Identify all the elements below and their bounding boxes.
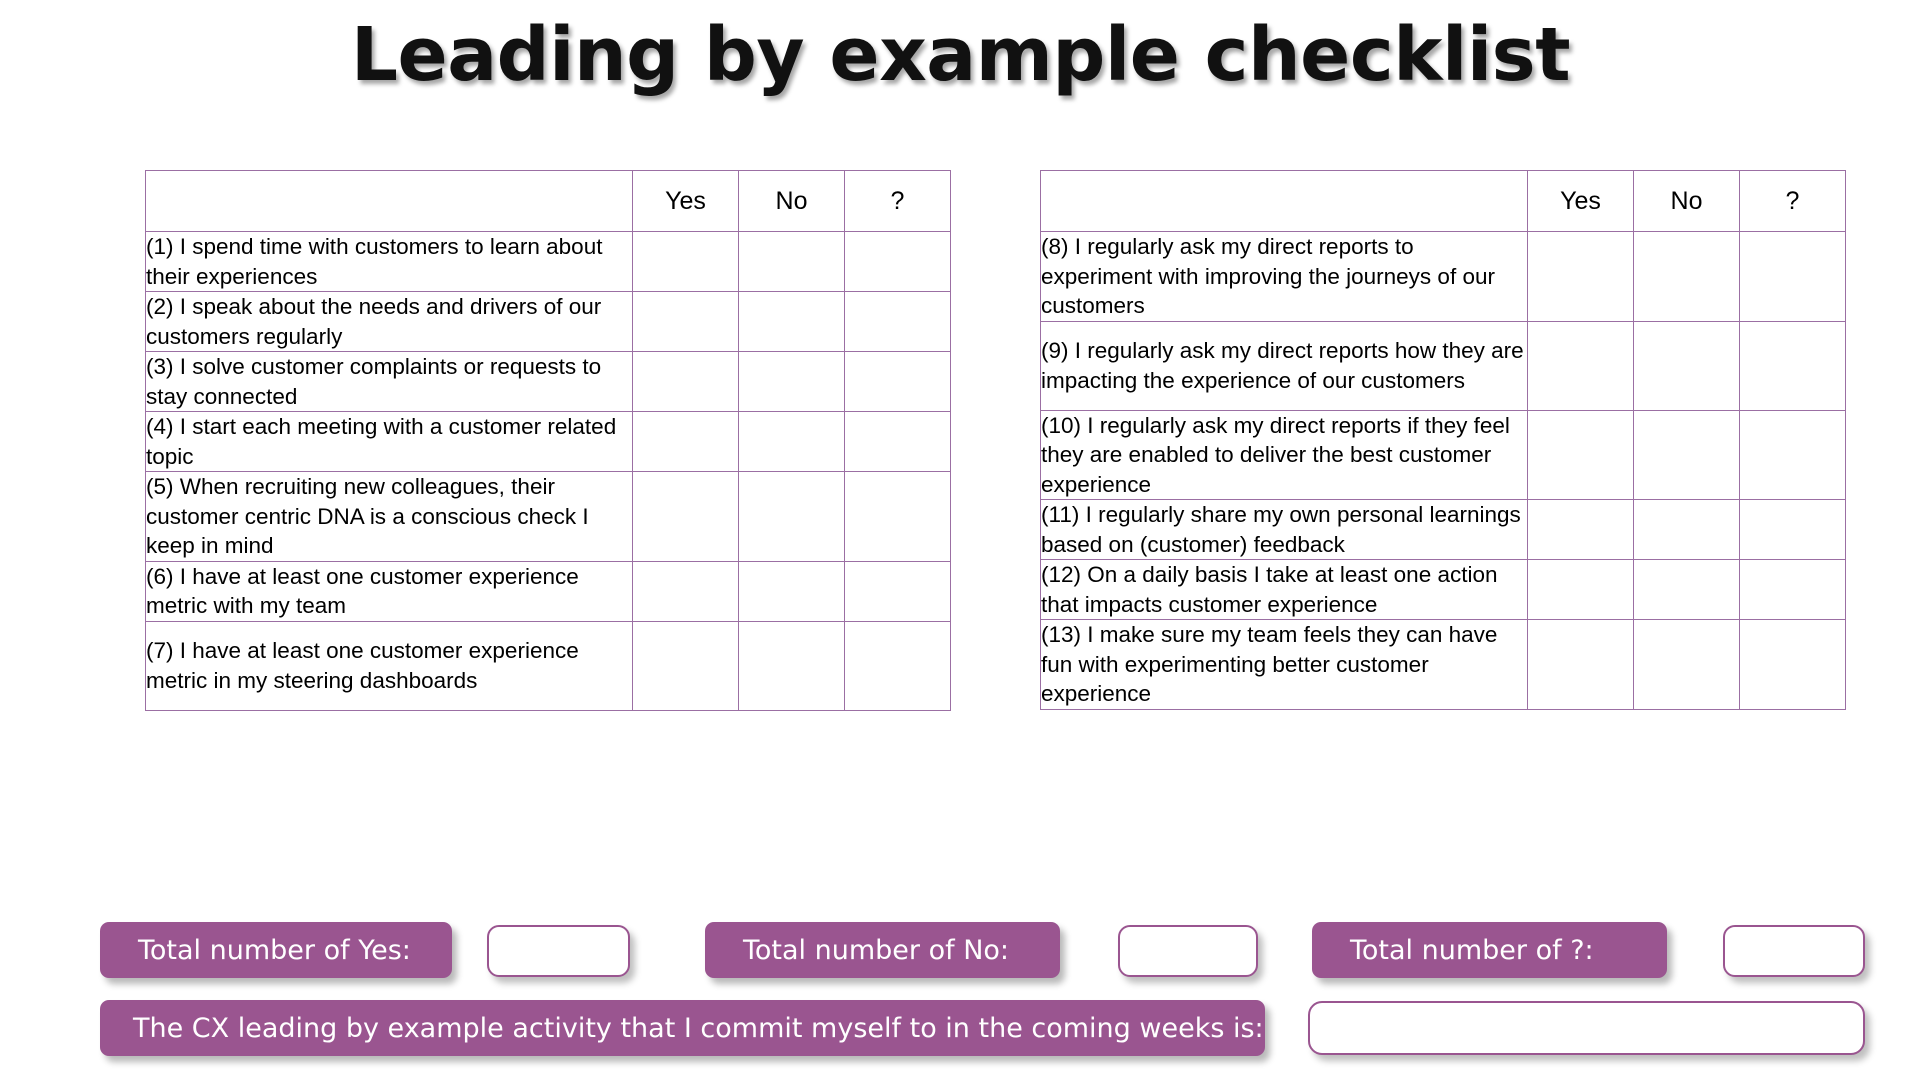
statement-1: (1) I spend time with customers to learn…: [145, 231, 633, 292]
statement-9: (9) I regularly ask my direct reports ho…: [1040, 320, 1528, 411]
table-row: (11) I regularly share my own personal l…: [1040, 499, 1846, 560]
table-header-row: Yes No ?: [1040, 170, 1846, 232]
total-question-input[interactable]: [1723, 925, 1865, 977]
statement-12: (12) On a daily basis I take at least on…: [1040, 559, 1528, 620]
statement-7: (7) I have at least one customer experie…: [145, 620, 633, 711]
header-yes: Yes: [1527, 170, 1634, 232]
table-row: (9) I regularly ask my direct reports ho…: [1040, 320, 1846, 411]
total-yes-input[interactable]: [487, 925, 630, 977]
header-yes: Yes: [632, 170, 739, 232]
checkbox-cell-12-no[interactable]: [1633, 559, 1740, 620]
checkbox-cell-5-question[interactable]: [844, 471, 951, 562]
table-row: (10) I regularly ask my direct reports i…: [1040, 409, 1846, 500]
checkbox-cell-13-no[interactable]: [1633, 619, 1740, 710]
page-title: Leading by example checklist: [350, 12, 1571, 98]
checkbox-cell-9-question[interactable]: [1739, 320, 1846, 411]
header-statement: [1040, 170, 1528, 232]
table-row: (12) On a daily basis I take at least on…: [1040, 559, 1846, 620]
statement-11: (11) I regularly share my own personal l…: [1040, 499, 1528, 560]
total-no-label: Total number of No:: [705, 922, 1060, 978]
statement-3: (3) I solve customer complaints or reque…: [145, 351, 633, 412]
header-statement: [145, 170, 633, 232]
checkbox-cell-2-no[interactable]: [738, 291, 845, 352]
statement-13: (13) I make sure my team feels they can …: [1040, 619, 1528, 710]
checkbox-cell-4-no[interactable]: [738, 411, 845, 472]
table-header-row: Yes No ?: [145, 170, 951, 232]
total-no-input[interactable]: [1118, 925, 1258, 977]
table-row: (2) I speak about the needs and drivers …: [145, 291, 951, 352]
checkbox-cell-10-yes[interactable]: [1527, 409, 1634, 500]
checkbox-cell-5-no[interactable]: [738, 471, 845, 562]
checkbox-cell-13-yes[interactable]: [1527, 619, 1634, 710]
checkbox-cell-12-question[interactable]: [1739, 559, 1846, 620]
checkbox-cell-3-yes[interactable]: [632, 351, 739, 412]
checkbox-cell-13-question[interactable]: [1739, 619, 1846, 710]
statement-2: (2) I speak about the needs and drivers …: [145, 291, 633, 352]
checkbox-cell-10-question[interactable]: [1739, 409, 1846, 500]
checkbox-cell-7-question[interactable]: [844, 620, 951, 711]
statement-10: (10) I regularly ask my direct reports i…: [1040, 409, 1528, 500]
checkbox-cell-4-question[interactable]: [844, 411, 951, 472]
checkbox-cell-12-yes[interactable]: [1527, 559, 1634, 620]
commitment-label: The CX leading by example activity that …: [100, 1000, 1265, 1056]
commitment-row: The CX leading by example activity that …: [0, 1000, 1921, 1070]
table-row: (4) I start each meeting with a customer…: [145, 411, 951, 472]
totals-row: Total number of Yes: Total number of No:…: [0, 922, 1921, 984]
header-no: No: [738, 170, 845, 232]
checkbox-cell-6-no[interactable]: [738, 560, 845, 622]
checklist-tables: Yes No ? (1) I spend time with customers…: [0, 170, 1921, 910]
table-row: (7) I have at least one customer experie…: [145, 620, 951, 711]
checkbox-cell-3-no[interactable]: [738, 351, 845, 412]
header-question: ?: [844, 170, 951, 232]
table-row: (1) I spend time with customers to learn…: [145, 231, 951, 292]
checkbox-cell-8-question[interactable]: [1739, 231, 1846, 322]
table-row: (8) I regularly ask my direct reports to…: [1040, 231, 1846, 322]
checkbox-cell-9-no[interactable]: [1633, 320, 1740, 411]
checkbox-cell-6-question[interactable]: [844, 560, 951, 622]
statement-4: (4) I start each meeting with a customer…: [145, 411, 633, 472]
checkbox-cell-2-question[interactable]: [844, 291, 951, 352]
checklist-table-right: Yes No ? (8) I regularly ask my direct r…: [1040, 170, 1846, 710]
checkbox-cell-4-yes[interactable]: [632, 411, 739, 472]
checkbox-cell-3-question[interactable]: [844, 351, 951, 412]
table-row: (3) I solve customer complaints or reque…: [145, 351, 951, 412]
table-row: (13) I make sure my team feels they can …: [1040, 619, 1846, 710]
checkbox-cell-9-yes[interactable]: [1527, 320, 1634, 411]
checkbox-cell-8-no[interactable]: [1633, 231, 1740, 322]
checkbox-cell-1-yes[interactable]: [632, 231, 739, 292]
table-row: (5) When recruiting new colleagues, thei…: [145, 471, 951, 562]
commitment-input[interactable]: [1308, 1001, 1865, 1055]
checkbox-cell-1-no[interactable]: [738, 231, 845, 292]
total-yes-label: Total number of Yes:: [100, 922, 452, 978]
checkbox-cell-7-no[interactable]: [738, 620, 845, 711]
total-question-label: Total number of ?:: [1312, 922, 1667, 978]
checkbox-cell-1-question[interactable]: [844, 231, 951, 292]
checkbox-cell-7-yes[interactable]: [632, 620, 739, 711]
checkbox-cell-8-yes[interactable]: [1527, 231, 1634, 322]
checkbox-cell-5-yes[interactable]: [632, 471, 739, 562]
header-no: No: [1633, 170, 1740, 232]
checkbox-cell-10-no[interactable]: [1633, 409, 1740, 500]
table-row: (6) I have at least one customer experie…: [145, 560, 951, 622]
statement-6: (6) I have at least one customer experie…: [145, 560, 633, 622]
checkbox-cell-11-yes[interactable]: [1527, 499, 1634, 560]
statement-5: (5) When recruiting new colleagues, thei…: [145, 471, 633, 562]
checkbox-cell-6-yes[interactable]: [632, 560, 739, 622]
checkbox-cell-11-question[interactable]: [1739, 499, 1846, 560]
checkbox-cell-2-yes[interactable]: [632, 291, 739, 352]
statement-8: (8) I regularly ask my direct reports to…: [1040, 231, 1528, 322]
header-question: ?: [1739, 170, 1846, 232]
checklist-table-left: Yes No ? (1) I spend time with customers…: [145, 170, 951, 711]
checkbox-cell-11-no[interactable]: [1633, 499, 1740, 560]
